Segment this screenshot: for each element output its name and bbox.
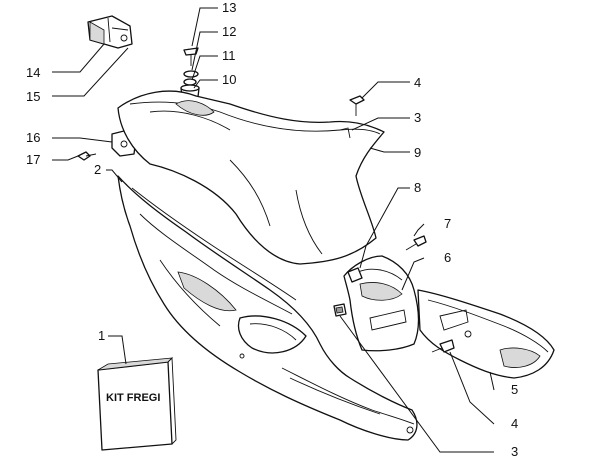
clip-part-3-lower: [333, 303, 347, 317]
callout-labels: 13 12 11 10 4 3 9 8 7 6 5 4 3 14 15 16 1…: [26, 0, 518, 459]
clip-part-8: [347, 267, 363, 283]
clip-part-14-15: [87, 15, 133, 49]
callout-9: 9: [414, 145, 421, 160]
callout-6: 6: [444, 250, 451, 265]
callout-15: 15: [26, 89, 40, 104]
callout-14: 14: [26, 65, 40, 80]
kit-box-label: KIT FREGI: [106, 392, 160, 404]
callout-4-top: 4: [414, 75, 421, 90]
leader-lines: [52, 7, 495, 453]
callout-1: 1: [98, 328, 105, 343]
callout-13: 13: [222, 0, 236, 15]
washer-part-11: [183, 78, 197, 86]
callout-4-lower: 4: [511, 416, 518, 431]
callout-16: 16: [26, 130, 40, 145]
kit-box-part-1: [97, 356, 177, 451]
callout-11: 11: [222, 48, 236, 63]
callout-5: 5: [511, 382, 518, 397]
screw-part-4-lower: [431, 339, 455, 353]
callout-10: 10: [222, 72, 236, 87]
screw-part-4-top: [349, 95, 365, 116]
screw-part-13: [183, 47, 199, 66]
callout-12: 12: [222, 24, 236, 39]
rear-extension-part-5: [417, 289, 555, 379]
callout-8: 8: [414, 180, 421, 195]
callout-3-top: 3: [414, 110, 421, 125]
lower-side-panel-part-2: [117, 175, 418, 441]
screw-part-17: [77, 151, 97, 161]
callout-17: 17: [26, 152, 40, 167]
screw-part-7: [405, 235, 427, 251]
callout-7: 7: [444, 216, 451, 231]
callout-2: 2: [94, 162, 101, 177]
inner-bracket-part-6: [343, 255, 420, 352]
upper-fairing-part-9: [117, 90, 385, 265]
callout-3-lower: 3: [511, 444, 518, 459]
washer-part-12: [183, 70, 199, 78]
